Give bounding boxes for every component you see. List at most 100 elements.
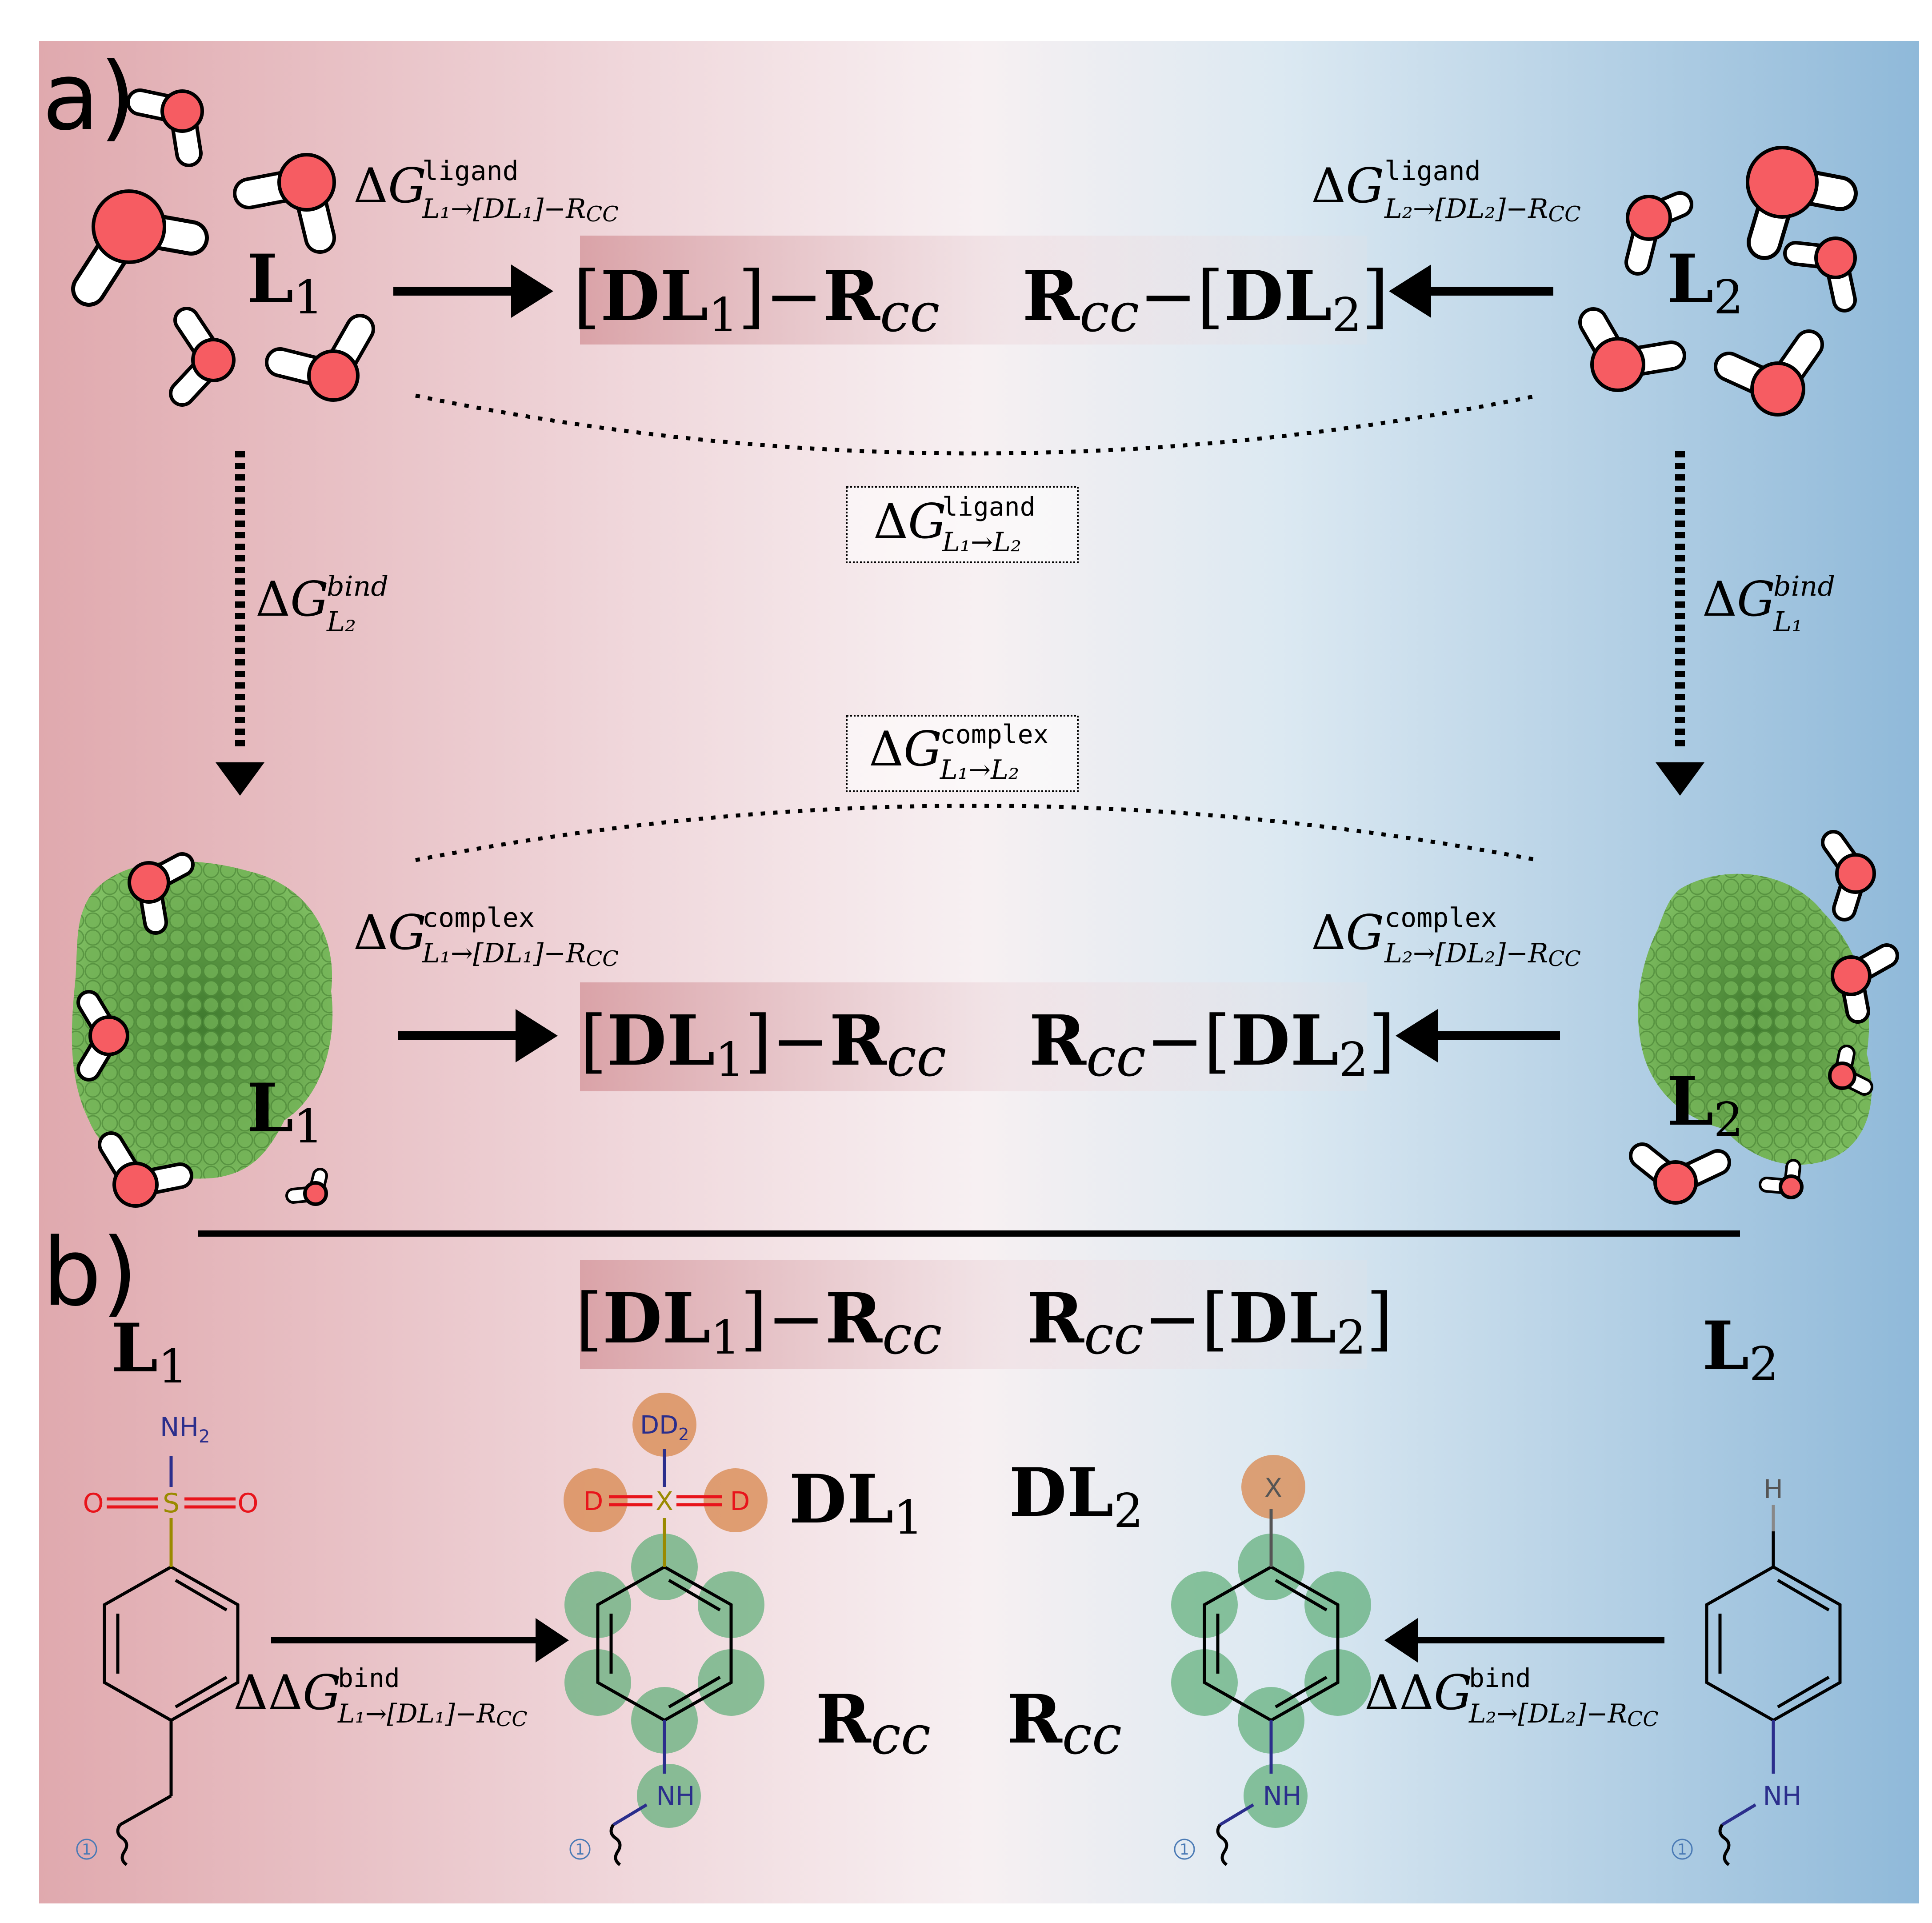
label-Rcc-right: Rcc: [1007, 1680, 1122, 1767]
svg-text:Rcc−[DL2]: Rcc−[DL2]: [1029, 1000, 1395, 1089]
molecule-DL2: X NH 1: [1171, 1455, 1371, 1866]
water-cluster-right-bottom: [1629, 830, 1899, 1205]
svg-text:NH: NH: [1263, 1781, 1302, 1811]
svg-text:1: 1: [82, 1841, 92, 1859]
svg-text:ΔG: ΔG: [353, 158, 426, 214]
svg-text:Rcc: Rcc: [816, 1680, 931, 1767]
label-DL1: DL1: [789, 1460, 923, 1545]
svg-text:NH2: NH2: [160, 1412, 210, 1447]
svg-text:Rcc: Rcc: [1007, 1680, 1122, 1767]
svg-text:Rcc−[DL2]: Rcc−[DL2]: [1022, 255, 1388, 344]
dg-complex-L1-to-L2-box: ΔG complex L₁→L₂: [846, 715, 1079, 792]
svg-text:1: 1: [1677, 1841, 1687, 1859]
dg-ligand-L2-to-DL2: ΔG ligand L₂→[DL₂]−RCC: [1311, 156, 1581, 227]
svg-text:ΔG: ΔG: [1311, 158, 1384, 214]
svg-text:O: O: [83, 1488, 104, 1519]
svg-text:L₂: L₂: [326, 605, 356, 638]
svg-text:L₁→[DL₁]−RCC: L₁→[DL₁]−RCC: [422, 938, 619, 971]
ligand-L2-panel-b: L2: [1702, 1307, 1779, 1391]
ligand-L1-panel-b: L1: [111, 1309, 188, 1394]
dg-ligand-L1-to-DL1: ΔG ligand L₁→[DL₁]−RCC: [353, 156, 619, 227]
svg-text:ΔG: ΔG: [1311, 905, 1384, 961]
ddg-bind-L2-to-DL2: ΔΔG bind L₂→[DL₂]−RCC: [1364, 1663, 1659, 1731]
svg-text:complex: complex: [1384, 902, 1497, 933]
water-cluster-left-bottom: [76, 852, 328, 1208]
svg-text:ΔG: ΔG: [869, 721, 942, 777]
molecule-DL1: X D D DD2 NH 1: [564, 1393, 768, 1866]
arrow-L1-to-DL1: [271, 1618, 569, 1663]
svg-text:L2: L2: [1667, 1062, 1743, 1147]
ligand-L2-complex: L2: [1667, 1062, 1743, 1147]
svg-text:L1: L1: [247, 240, 323, 325]
ddg-bind-L1-to-DL1: ΔΔG bind L₁→[DL₁]−RCC: [233, 1663, 528, 1731]
svg-text:O: O: [237, 1488, 258, 1519]
svg-text:X: X: [656, 1486, 673, 1516]
arrow-bind-left: [216, 451, 264, 796]
panel-a-label: a): [42, 42, 136, 151]
svg-text:[DL1]−Rcc: [DL1]−Rcc: [576, 1278, 942, 1366]
dotted-arc-top: [415, 393, 1538, 456]
molecule-L1: S O O NH2 1: [76, 1412, 259, 1866]
svg-text:X: X: [1264, 1473, 1282, 1503]
svg-text:[DL1]−Rcc: [DL1]−Rcc: [573, 255, 940, 344]
svg-text:H: H: [1764, 1474, 1783, 1504]
protein-left: [72, 861, 333, 1179]
svg-text:ΔG: ΔG: [353, 905, 426, 961]
svg-text:L2: L2: [1702, 1307, 1779, 1391]
svg-text:DL1: DL1: [789, 1460, 923, 1545]
svg-text:L1: L1: [111, 1309, 188, 1394]
svg-text:1: 1: [1180, 1841, 1189, 1859]
svg-text:DL2: DL2: [1009, 1454, 1143, 1538]
svg-text:L₂→[DL₂]−RCC: L₂→[DL₂]−RCC: [1384, 193, 1581, 227]
svg-text:ligand: ligand: [1384, 156, 1481, 187]
dg-ligand-L1-to-L2-box: ΔG ligand L₁→L₂: [846, 486, 1079, 563]
svg-text:L₂→[DL₂]−RCC: L₂→[DL₂]−RCC: [1468, 1699, 1659, 1731]
arrow-bind-right: [1656, 451, 1704, 796]
hybrid-label-panel-b: [DL1]−Rcc Rcc−[DL2]: [576, 1278, 1393, 1366]
svg-text:ΔG: ΔG: [256, 572, 328, 627]
water-cluster-right-top: [1578, 146, 1858, 417]
molecule-L2: H NH 1: [1672, 1474, 1842, 1866]
protein-right: [1638, 873, 1872, 1165]
svg-text:ΔG: ΔG: [873, 494, 946, 549]
svg-text:NH: NH: [1763, 1781, 1802, 1811]
svg-text:DD2: DD2: [640, 1411, 689, 1444]
svg-text:1: 1: [575, 1841, 585, 1859]
svg-text:L₂→[DL₂]−RCC: L₂→[DL₂]−RCC: [1384, 938, 1581, 971]
arrow-L2-to-hybrid-top: [1389, 264, 1553, 318]
svg-text:ΔΔG: ΔΔG: [233, 1665, 341, 1721]
label-Rcc-left: Rcc: [816, 1680, 931, 1767]
ligand-L1-complex: L1: [247, 1069, 323, 1154]
arrow-L2-to-DL2: [1384, 1618, 1664, 1663]
hybrid-band-top: [580, 236, 1367, 345]
svg-text:ligand: ligand: [422, 156, 519, 187]
hybrid-band-complex: [580, 982, 1367, 1091]
svg-text:bind: bind: [1469, 1663, 1531, 1693]
svg-text:bind: bind: [1773, 570, 1835, 602]
panel-b-label: b): [42, 1218, 138, 1327]
arrow-L1-to-hybrid-complex: [398, 1009, 558, 1062]
ligand-L2-top: L2: [1667, 240, 1743, 325]
arrow-L2-to-hybrid-complex: [1396, 1009, 1560, 1062]
svg-text:ligand: ligand: [942, 492, 1036, 522]
svg-text:ΔG: ΔG: [1702, 572, 1775, 627]
water-cluster-left-top: [71, 88, 375, 407]
svg-text:L₁→L₂: L₁→L₂: [940, 754, 1019, 785]
svg-text:ΔΔG: ΔΔG: [1364, 1665, 1472, 1721]
hybrid-label-top: [DL1]−Rcc Rcc−[DL2]: [573, 255, 1388, 344]
svg-text:bind: bind: [327, 570, 388, 602]
arrow-L1-to-hybrid-top: [393, 264, 553, 318]
svg-text:Rcc−[DL2]: Rcc−[DL2]: [1027, 1278, 1393, 1366]
dotted-arc-bottom: [415, 804, 1538, 862]
dg-complex-L1-to-DL1: ΔG complex L₁→[DL₁]−RCC: [353, 902, 619, 971]
dg-bind-L2: ΔG bind L₂: [256, 570, 388, 638]
svg-text:L₁→L₂: L₁→L₂: [942, 527, 1021, 558]
svg-text:L1: L1: [247, 1069, 323, 1154]
svg-text:L₁→[DL₁]−RCC: L₁→[DL₁]−RCC: [422, 193, 619, 227]
svg-text:L₁: L₁: [1773, 605, 1803, 638]
label-DL2: DL2: [1009, 1454, 1143, 1538]
svg-text:L2: L2: [1667, 240, 1743, 325]
svg-text:bind: bind: [338, 1663, 400, 1693]
svg-text:L₁→[DL₁]−RCC: L₁→[DL₁]−RCC: [337, 1699, 528, 1731]
